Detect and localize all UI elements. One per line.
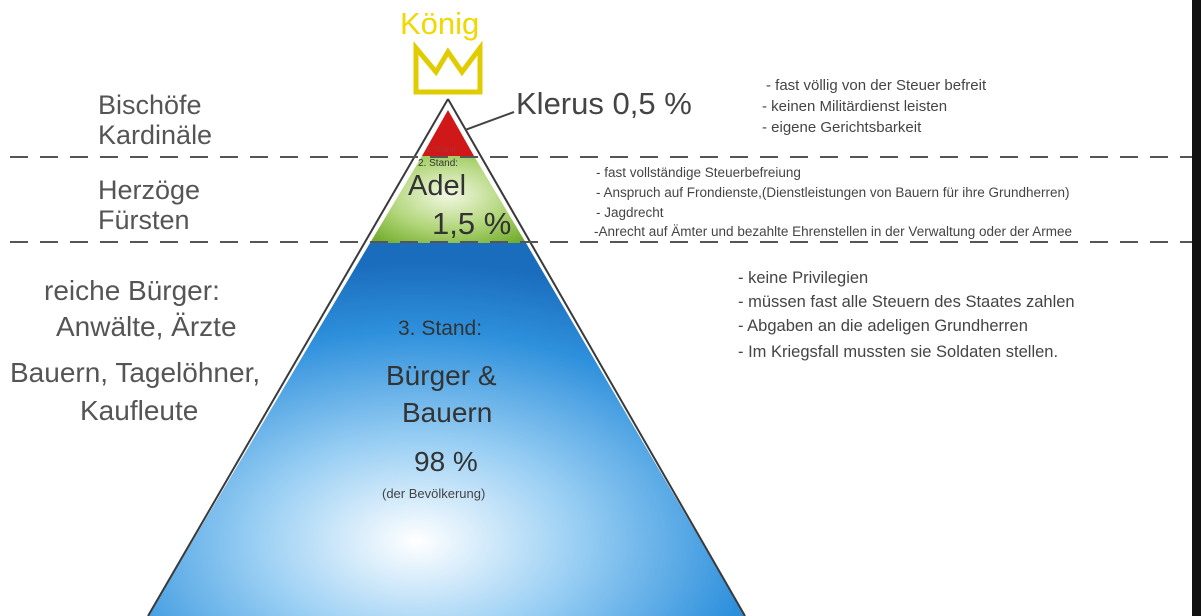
third-percent: 98 % — [414, 446, 478, 477]
clergy-tiny-label: 1. Stand: — [426, 145, 459, 154]
clergy-note-3: - eigene Gerichtsbarkeit — [762, 119, 922, 136]
king-label: König — [400, 6, 480, 41]
third-percent-note: (der Bevölkerung) — [382, 486, 486, 501]
third-note-2: - müssen fast alle Steuern des Staates z… — [738, 293, 1075, 311]
nobility-name: Adel — [408, 170, 467, 202]
third-note-4: - Im Kriegsfall mussten sie Soldaten ste… — [738, 343, 1059, 361]
nobility-tiny-label: 2. Stand: — [418, 158, 459, 169]
nobility-percent: 1,5 % — [432, 206, 512, 241]
clergy-section — [422, 110, 474, 156]
crown-icon — [413, 40, 483, 95]
nobility-section — [370, 156, 526, 243]
third-note-1: - keine Privilegien — [738, 269, 869, 287]
third-label: 3. Stand: — [398, 317, 483, 340]
nobility-note-1: - fast vollständige Steuerbefreiung — [596, 165, 801, 180]
nobility-note-2: - Anspruch auf Frondienste,(Dienstleistu… — [596, 185, 1070, 200]
third-name-line2: Bauern — [402, 397, 493, 428]
nobility-note-4: -Anrecht auf Ämter und bezahlte Ehrenste… — [594, 224, 1073, 239]
clergy-note-2: - keinen Militärdienst leisten — [762, 98, 948, 115]
third-left-line4: Kaufleute — [80, 395, 199, 426]
third-note-3: - Abgaben an die adeligen Grundherren — [738, 317, 1028, 335]
clergy-callout-line — [464, 111, 515, 131]
clergy-left-line1: Bischöfe — [98, 90, 202, 120]
third-left-line1: reiche Bürger: — [44, 275, 220, 306]
third-left-line2: Anwälte, Ärzte — [56, 311, 237, 342]
nobility-note-3: - Jagdrecht — [596, 205, 664, 220]
third-left-line3: Bauern, Tagelöhner, — [10, 357, 261, 388]
clergy-callout: Klerus 0,5 % — [516, 86, 692, 121]
clergy-left-line2: Kardinäle — [98, 120, 213, 150]
nobility-left-line1: Herzöge — [98, 175, 201, 205]
third-estate-section — [148, 243, 745, 616]
clergy-note-1: - fast völlig von der Steuer befreit — [766, 77, 987, 94]
third-name-line1: Bürger & — [386, 360, 497, 391]
right-border — [1192, 0, 1201, 616]
nobility-left-line2: Fürsten — [98, 205, 190, 235]
